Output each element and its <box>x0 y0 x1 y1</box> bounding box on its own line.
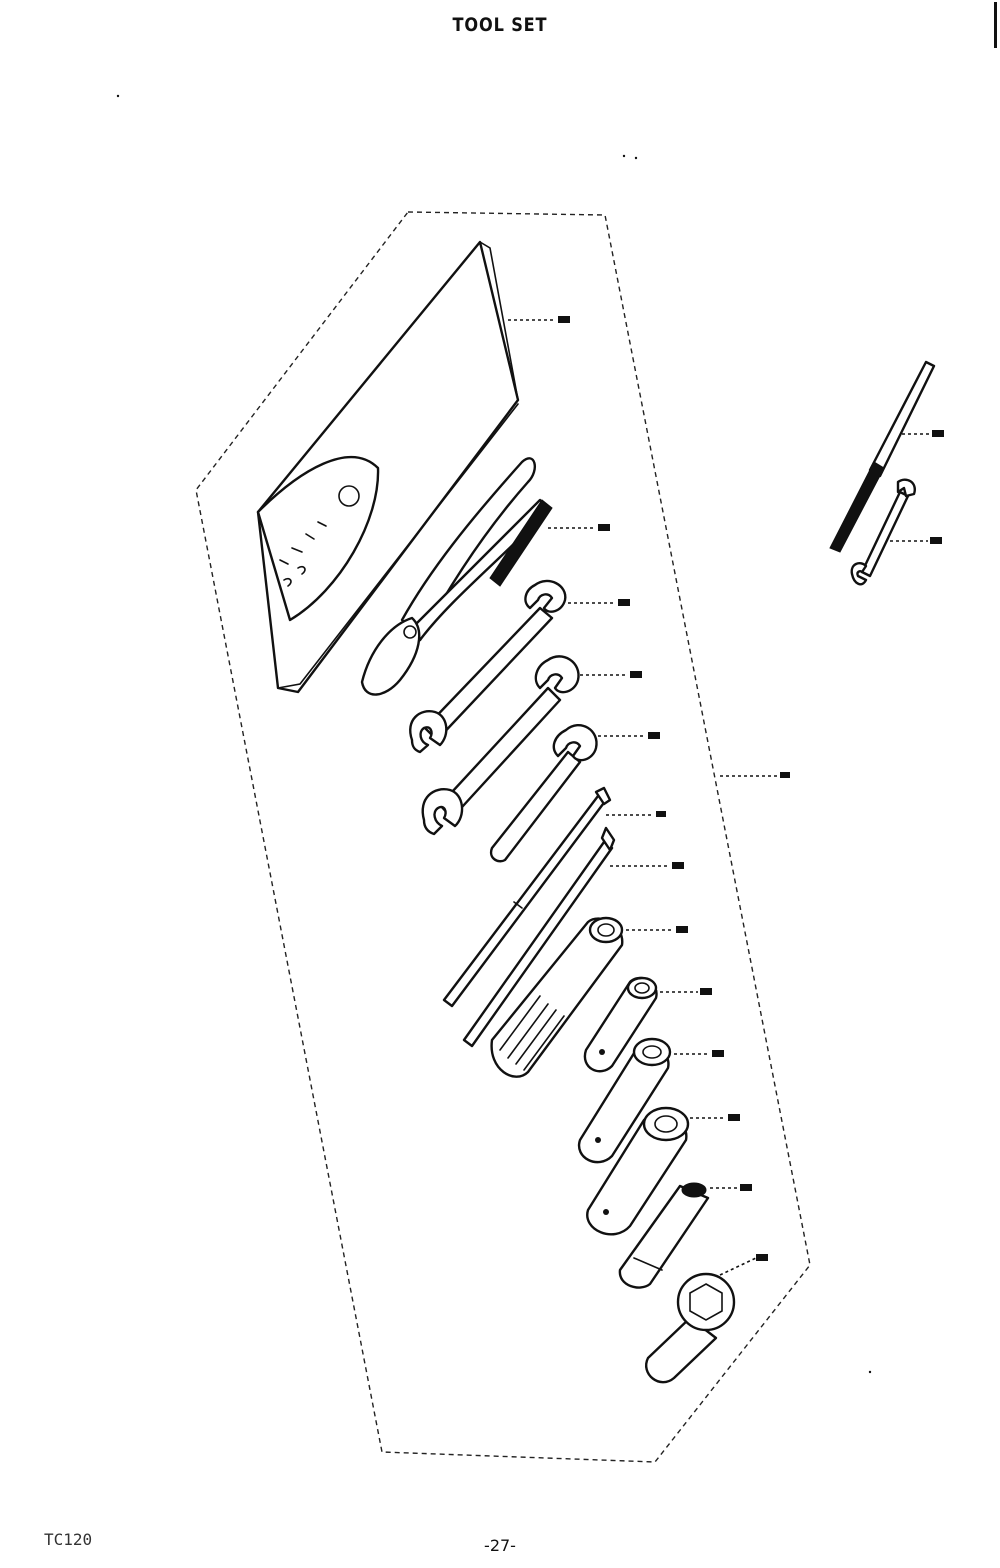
tool-bag <box>256 240 520 694</box>
spoke-tool <box>829 360 936 553</box>
plug-socket <box>618 1182 710 1289</box>
callout-screwdriver-flat <box>606 811 666 817</box>
ring-spanner <box>645 1272 736 1384</box>
callout-screwdriver-phillips <box>610 862 684 869</box>
callout-plug-socket <box>710 1184 752 1191</box>
wrench-small <box>409 579 567 754</box>
callout-socket-small <box>660 988 712 995</box>
page-number: -27- <box>484 1536 516 1555</box>
socket-small <box>583 976 658 1073</box>
scan-specks <box>116 2 997 1374</box>
socket-large <box>586 1106 690 1236</box>
screwdriver-flat <box>442 786 612 1008</box>
callout-screwdriver-handle <box>626 926 688 933</box>
callout-pliers <box>548 524 610 531</box>
screwdriver-handle <box>490 916 624 1078</box>
socket-medium <box>577 1037 672 1164</box>
page-title: TOOL SET <box>452 14 548 36</box>
callout-wrench-medium <box>580 671 642 678</box>
model-code: TC120 <box>44 1530 93 1549</box>
callout-spoke-tool <box>902 430 944 437</box>
callout-mini-wrench <box>890 537 942 544</box>
callout-socket-large <box>690 1114 740 1121</box>
wrench-medium <box>421 655 580 836</box>
callout-wrench-small <box>568 599 630 606</box>
wrench-single <box>489 724 598 863</box>
callout-ring-spanner <box>719 1254 768 1276</box>
callout-tool-set <box>720 772 790 778</box>
pliers <box>360 457 553 696</box>
screwdriver-phillips <box>462 826 616 1048</box>
callout-tool-bag <box>508 316 570 323</box>
callout-socket-medium <box>674 1050 724 1057</box>
callout-wrench-single <box>598 732 660 739</box>
mini-wrench <box>850 478 916 586</box>
